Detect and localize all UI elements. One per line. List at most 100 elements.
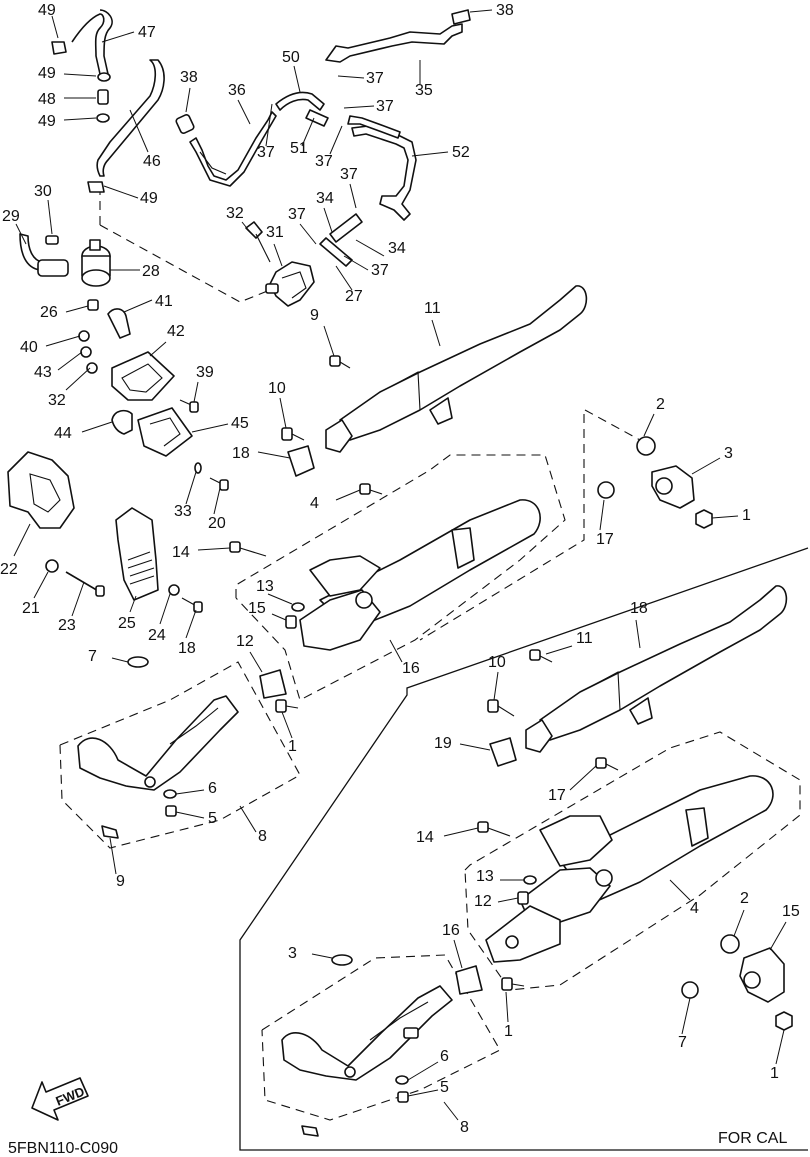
callout-leader [63,117,97,121]
callout-leader [281,711,293,739]
callout-49: 49 [140,190,158,207]
callout-leader [505,991,509,1023]
clamp-30 [45,235,59,245]
callout-leader [15,223,27,245]
callout-18: 18 [178,640,196,657]
callout-6: 6 [208,780,217,797]
callout-leader [103,185,139,199]
washer-25 [168,584,180,596]
cylinder-part-20 [7,451,75,529]
callout-leader [109,837,117,875]
callout-17: 17 [548,787,566,804]
bolt-17-upper [229,541,267,557]
callout-leader [691,457,721,475]
washer-14-lower [523,875,537,885]
callout-30: 30 [34,183,52,200]
callout-leader [175,811,205,819]
clamp-8-lower [301,1125,319,1137]
callout-3: 3 [288,945,297,962]
callout-leader [45,335,81,347]
callout-49: 49 [38,2,56,19]
callout-leader [299,223,317,245]
callout-36: 36 [228,82,246,99]
callout-11: 11 [576,630,593,647]
callout-leader [407,1061,439,1081]
callout-37: 37 [371,262,389,279]
callout-leader [265,103,273,147]
muffler-9-lower [539,585,788,741]
callout-26: 26 [40,304,58,321]
callout-leader [343,255,369,271]
muffler-12-upper [299,499,541,651]
callout-leader [65,367,91,391]
callout-12: 12 [236,633,254,650]
callout-leader [129,109,149,153]
callout-leader [711,515,739,519]
callout-leader [271,613,287,621]
callout-2: 2 [740,890,749,907]
callout-33: 33 [174,503,192,520]
callout-leader [411,151,449,157]
callout-45: 45 [231,415,249,432]
screw-28 [87,299,99,311]
callout-leader [343,105,375,109]
callout-leader [293,65,301,93]
callout-32: 32 [48,392,66,409]
callout-leader [443,827,479,837]
callout-leader [63,73,97,77]
bolt-16-lower [501,977,525,991]
callout-leader [443,1101,459,1121]
callout-leader [47,199,53,235]
callout-leader [301,117,315,147]
callout-14: 14 [172,544,190,561]
bolt-18-upper [329,355,351,369]
callout-32: 32 [226,205,244,222]
callout-18: 18 [630,600,648,617]
callout-9: 9 [116,873,125,890]
bolt-18-lower [529,649,553,663]
callout-leader [335,265,353,291]
callout-leader [57,351,83,371]
callout-49: 49 [38,65,56,82]
callout-13: 13 [256,578,274,595]
callout-leader [349,183,357,209]
callout-2: 2 [656,396,665,413]
callout-10: 10 [488,654,506,671]
gasket-7-upper [163,789,177,799]
nut-13-upper [285,615,297,629]
callout-15: 15 [248,600,266,617]
callout-19: 19 [434,735,452,752]
callout-37: 37 [366,70,384,87]
callout-leader [237,99,251,125]
bracket-2-upper [651,465,695,509]
callout-11: 11 [424,300,441,317]
callout-leader [599,499,605,531]
callout-38: 38 [496,2,514,19]
hose-51 [305,109,329,127]
nut-6-upper [165,805,177,817]
callout-leader [65,305,89,313]
bolt-24 [181,597,203,613]
hose-36 [189,111,277,187]
clamp-49-top [51,41,67,55]
callout-leader [311,953,333,959]
callout-5: 5 [440,1079,449,1096]
callout-labels: 4947384948494638365037373537513752493029… [0,2,800,1136]
callout-4: 4 [310,495,319,512]
washer-44 [194,462,202,474]
callout-34: 34 [388,240,406,257]
callout-34: 34 [316,190,334,207]
callout-48: 48 [38,91,56,108]
muffler-9-upper-outlet [325,419,353,453]
callout-17: 17 [596,531,614,548]
callout-7: 7 [678,1034,687,1051]
callout-leader [129,595,137,613]
callout-leader [329,125,343,155]
callout-leader [681,997,691,1035]
callout-47: 47 [138,24,156,41]
callout-leader [273,243,283,267]
bolt-32-top [245,221,271,263]
washer-22 [45,559,59,573]
callout-leader [241,221,251,233]
